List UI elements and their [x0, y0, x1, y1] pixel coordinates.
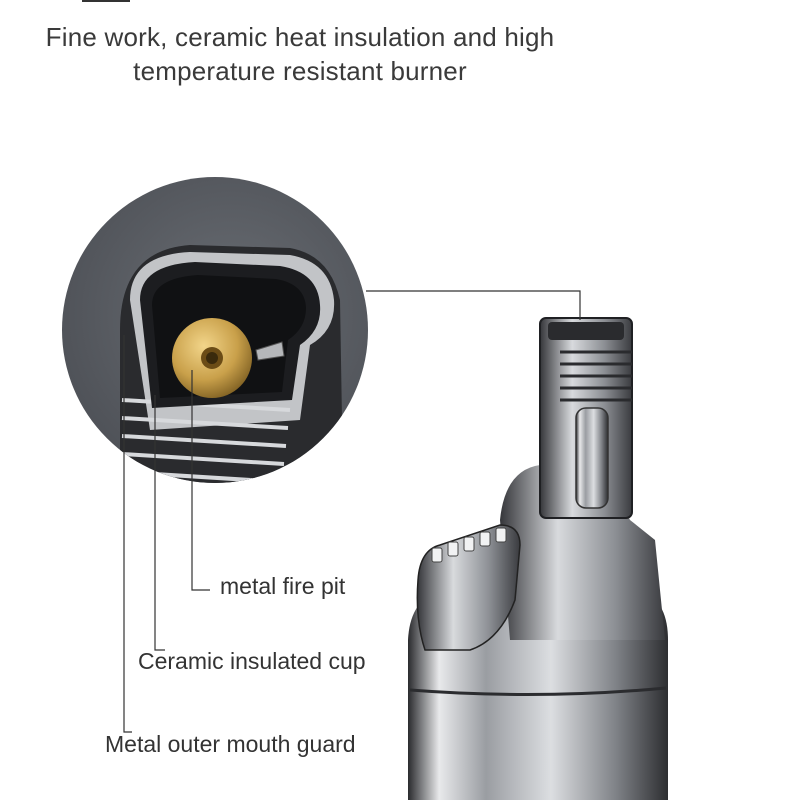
callout-metal-fire-pit: metal fire pit [220, 573, 346, 599]
callout-ceramic-cup: Ceramic insulated cup [138, 648, 366, 674]
callout-outer-guard: Metal outer mouth guard [105, 731, 356, 757]
lighter-product [408, 317, 668, 800]
heading-line-1: Fine work, ceramic heat insulation and h… [45, 22, 555, 52]
zoom-detail-circle [62, 177, 368, 483]
page-heading: Fine work, ceramic heat insulation and h… [0, 20, 600, 88]
burner-ribs [560, 350, 632, 402]
trigger-ridges [431, 527, 507, 563]
top-divider [82, 0, 130, 2]
heading-line-2: temperature resistant burner [133, 56, 467, 86]
callout-lines [123, 290, 581, 733]
